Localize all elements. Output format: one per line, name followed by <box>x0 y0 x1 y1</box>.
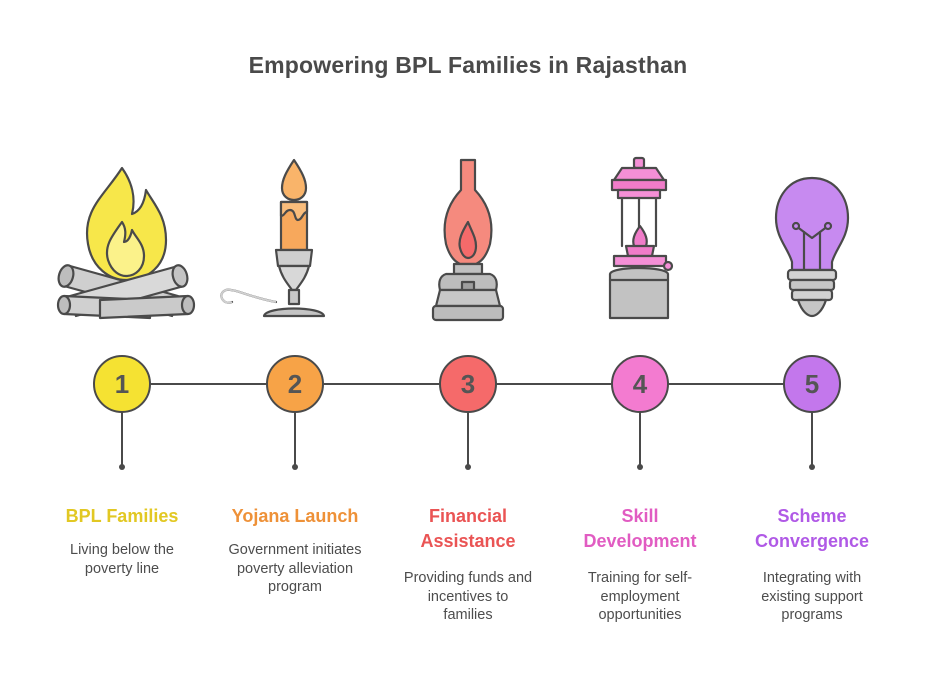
step-circle <box>439 355 497 413</box>
step-number: 5 <box>805 369 819 399</box>
step-description-line: Providing funds and <box>403 570 533 586</box>
step-title-line: Financial <box>428 506 508 526</box>
step-description-line: Integrating with <box>762 570 862 586</box>
step-description-4: Training for self-employment opportunitie… <box>555 569 725 625</box>
step-title-2: Yojana Launch <box>210 504 380 529</box>
step-title-line: Yojana Launch <box>231 506 359 526</box>
step-circle <box>611 355 669 413</box>
step-stem-dot <box>809 464 815 470</box>
step-node-5: 5 <box>783 355 841 470</box>
step-title-line: Development <box>583 531 697 551</box>
step-title-line: Convergence <box>754 531 870 551</box>
step-node-1: 1 <box>93 355 151 470</box>
step-node-4: 4 <box>611 355 669 470</box>
step-description-line: opportunities <box>598 607 682 623</box>
step-circle <box>93 355 151 413</box>
step-description-line: incentives to <box>427 588 509 605</box>
step-node-2: 2 <box>266 355 324 470</box>
step-stem-dot <box>637 464 643 470</box>
step-stem-dot <box>465 464 471 470</box>
step-title-line: Assistance <box>420 531 516 551</box>
step-description-line: poverty alleviation <box>236 560 354 577</box>
step-description-line: Living below the <box>70 542 174 558</box>
campfire-icon <box>56 166 196 320</box>
step-description-1: Living below the poverty line <box>37 541 207 578</box>
oil-lamp-icon <box>431 158 505 322</box>
step-number: 4 <box>633 369 648 399</box>
step-node-3: 3 <box>439 355 497 470</box>
step-number: 2 <box>288 369 302 399</box>
step-title-1: BPL Families <box>37 504 207 529</box>
step-circle <box>266 355 324 413</box>
light-bulb-icon <box>774 176 850 318</box>
page-title: Empowering BPL Families in Rajasthan <box>248 52 688 78</box>
step-circle <box>783 355 841 413</box>
step-title-line: BPL Families <box>65 506 179 526</box>
step-number: 3 <box>461 369 475 399</box>
candle-icon <box>220 158 326 318</box>
step-description-line: Training for self- <box>587 570 693 586</box>
step-description-line: program <box>268 579 322 595</box>
step-description-line: employment <box>600 588 680 605</box>
step-stem-dot <box>292 464 298 470</box>
step-description-line: Government initiates <box>228 542 362 558</box>
step-description-5: Integrating with existing support programs <box>727 569 897 625</box>
step-title-line: Scheme <box>777 506 847 526</box>
lantern-icon <box>608 156 674 320</box>
step-title-line: Skill <box>621 506 659 526</box>
step-description-line: poverty line <box>84 560 160 577</box>
step-number: 1 <box>115 369 129 399</box>
step-description-3: Providing funds and incentives to families <box>383 569 553 625</box>
step-description-line: existing support <box>761 588 863 605</box>
step-description-line: programs <box>781 607 843 623</box>
step-stem-dot <box>119 464 125 470</box>
step-description-2: Government initiates poverty alleviation p… <box>210 541 380 597</box>
step-description-line: families <box>443 607 493 623</box>
